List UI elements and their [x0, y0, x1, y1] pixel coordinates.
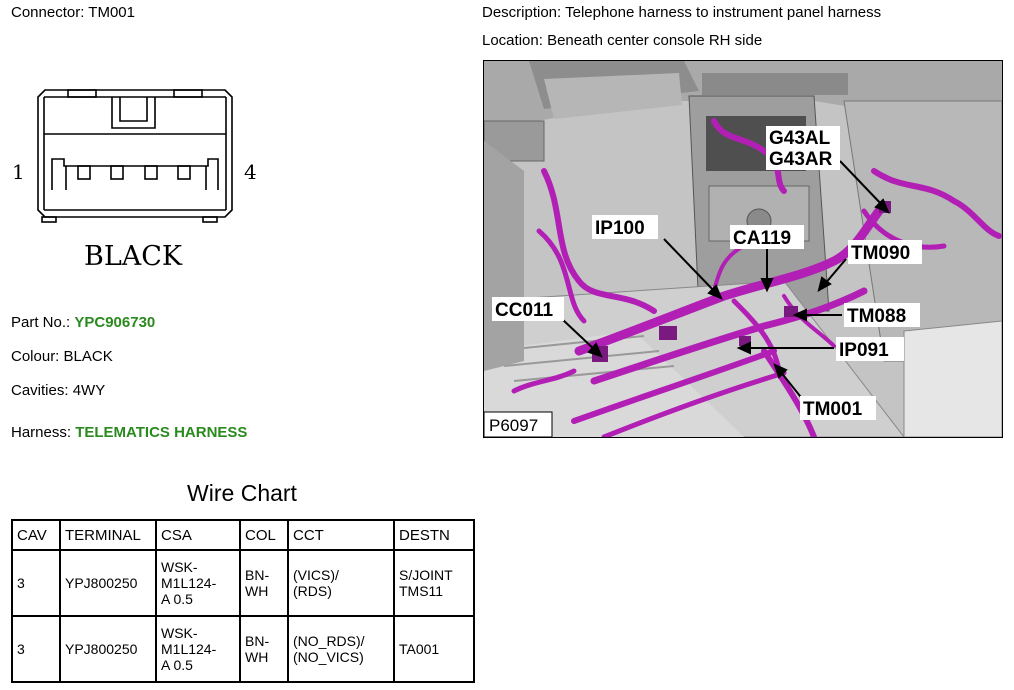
callout-ip091: IP091 [839, 340, 889, 361]
cell-col-line: WH [245, 649, 269, 665]
cell-csa-line: A 0.5 [161, 591, 193, 607]
location-value: Beneath center console RH side [547, 32, 763, 49]
connector-color-text: BLACK [84, 241, 183, 272]
cell-col: BN- WH [239, 615, 289, 683]
colour-value: BLACK [63, 348, 113, 365]
colour-line: Colour: BLACK [11, 348, 113, 365]
cell-csa: WSK- M1L124- A 0.5 [155, 549, 241, 617]
cell-destn: S/JOINT TMS11 [393, 549, 475, 617]
cell-terminal: YPJ800250 [59, 615, 157, 683]
harness-link[interactable]: TELEMATICS HARNESS [75, 424, 248, 441]
connector-face-diagram: 1 4 BLACK [0, 78, 290, 278]
cell-cct: (VICS)/ (RDS) [287, 549, 395, 617]
table-row: 3 YPJ800250 WSK- M1L124- A 0.5 BN- WH (N… [11, 615, 475, 683]
header-terminal: TERMINAL [59, 519, 157, 551]
cell-col: BN- WH [239, 549, 289, 617]
cell-cct: (NO_RDS)/ (NO_VICS) [287, 615, 395, 683]
cell-cav: 3 [11, 615, 61, 683]
header-destn: DESTN [393, 519, 475, 551]
cell-csa-line: A 0.5 [161, 657, 193, 673]
cell-cav: 3 [11, 549, 61, 617]
cell-destn-line: TMS11 [399, 583, 444, 599]
location-label: Location: [482, 32, 543, 49]
cavities-label: Cavities: [11, 382, 69, 399]
wire-chart-table: CAV TERMINAL CSA COL CCT DESTN 3 YPJ8002… [11, 519, 475, 683]
part-no-link[interactable]: YPC906730 [74, 314, 156, 331]
location-line: Location: Beneath center console RH side [482, 32, 762, 49]
cell-csa: WSK- M1L124- A 0.5 [155, 615, 241, 683]
wire-chart-title: Wire Chart [187, 480, 297, 506]
table-row: 3 YPJ800250 WSK- M1L124- A 0.5 BN- WH (V… [11, 549, 475, 617]
header-cct: CCT [287, 519, 395, 551]
cell-destn-line: TA001 [399, 641, 440, 657]
header-col: COL [239, 519, 289, 551]
callout-cc011: CC011 [495, 300, 554, 321]
colour-label: Colour: [11, 348, 60, 365]
cell-col-line: WH [245, 583, 269, 599]
connector-line: Connector: TM001 [11, 4, 135, 21]
connector-label: Connector: [11, 4, 85, 21]
photo-id: P6097 [489, 416, 538, 435]
location-illustration: G43AL G43AR IP100 CA119 TM090 CC011 TM08… [484, 61, 1002, 437]
connector-drawing: 1 4 BLACK [12, 89, 257, 272]
harness-label: Harness: [11, 424, 72, 441]
cell-cct-line: (NO_RDS)/ [293, 633, 365, 649]
description-value: Telephone harness to instrument panel ha… [565, 4, 882, 21]
header-csa: CSA [155, 519, 241, 551]
cavities-value: 4WY [72, 382, 106, 399]
part-no-label: Part No.: [11, 314, 71, 331]
part-no-line: Part No.: YPC906730 [11, 314, 155, 331]
cavities-line: Cavities: 4WY [11, 382, 105, 399]
cell-csa-line: M1L124- [161, 575, 217, 591]
header-cav: CAV [11, 519, 61, 551]
cell-terminal: YPJ800250 [59, 549, 157, 617]
table-header-row: CAV TERMINAL CSA COL CCT DESTN [11, 519, 475, 551]
cell-csa-line: WSK- [161, 625, 198, 641]
callout-g43ar: G43AR [769, 149, 833, 170]
pin-4-label: 4 [244, 160, 257, 184]
cell-csa-line: WSK- [161, 559, 198, 575]
callout-ca119: CA119 [733, 228, 791, 249]
callout-tm088: TM088 [847, 306, 906, 327]
location-photo: G43AL G43AR IP100 CA119 TM090 CC011 TM08… [483, 60, 1003, 438]
callout-tm090: TM090 [851, 243, 910, 264]
pin-1-label: 1 [12, 160, 25, 184]
cell-cct-line: (NO_VICS) [293, 649, 364, 665]
cell-destn-line: S/JOINT [399, 567, 453, 583]
callout-g43al: G43AL [769, 128, 831, 149]
photo-callouts: G43AL G43AR IP100 CA119 TM090 CC011 TM08… [492, 126, 922, 420]
callout-ip100: IP100 [595, 218, 645, 239]
description-line: Description: Telephone harness to instru… [482, 4, 881, 21]
cell-cct-line: (VICS)/ [293, 567, 339, 583]
callout-tm001: TM001 [803, 399, 863, 420]
harness-line: Harness: TELEMATICS HARNESS [11, 424, 247, 441]
description-label: Description: [482, 4, 562, 21]
cell-destn: TA001 [393, 615, 475, 683]
cell-col-line: BN- [245, 633, 270, 649]
cell-csa-line: M1L124- [161, 641, 217, 657]
cell-cct-line: (RDS) [293, 583, 332, 599]
cell-col-line: BN- [245, 567, 270, 583]
connector-value: TM001 [88, 4, 135, 21]
